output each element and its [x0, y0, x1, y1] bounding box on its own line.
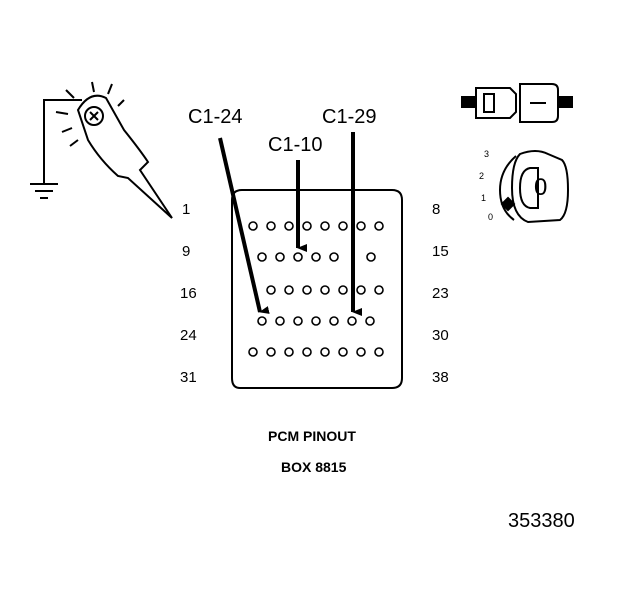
pin-hole: [366, 252, 376, 262]
switch-position-label: 2: [479, 171, 485, 181]
pin-hole: [347, 316, 357, 326]
callout-label-c1-29: C1-29: [322, 106, 377, 128]
arrow-c1-24: [218, 137, 270, 314]
pin-hole: [275, 316, 285, 326]
pin-hole: [374, 221, 384, 231]
connector-plug-icon: [461, 83, 573, 123]
pin-grid: [248, 221, 384, 357]
pin-hole: [293, 252, 303, 262]
pin-hole: [356, 347, 366, 357]
pin-hole: [320, 285, 330, 295]
pin-hole: [374, 347, 384, 357]
pin-hole: [266, 347, 276, 357]
test-light-probe-icon: [55, 81, 173, 219]
pin-hole: [275, 252, 285, 262]
pin-number-right: 38: [432, 369, 449, 386]
pin-hole: [338, 347, 348, 357]
callout-arrows: [218, 132, 362, 316]
rotary-switch-icon: [498, 150, 570, 224]
pin-hole: [257, 316, 267, 326]
pin-hole: [356, 221, 366, 231]
pin-hole: [284, 221, 294, 231]
pin-hole: [248, 347, 258, 357]
pin-hole: [338, 221, 348, 231]
pin-hole: [329, 316, 339, 326]
callout-label-c1-10: C1-10: [268, 134, 323, 156]
pin-hole: [356, 285, 366, 295]
pin-number-right: 15: [432, 243, 449, 260]
pin-hole: [248, 221, 258, 231]
pin-hole: [302, 285, 312, 295]
pin-number-left: 24: [180, 327, 197, 344]
pin-hole: [266, 221, 276, 231]
pin-number-right: 23: [432, 285, 449, 302]
pin-hole: [374, 285, 384, 295]
pin-hole: [293, 316, 303, 326]
pin-hole: [329, 252, 339, 262]
caption-subtitle: BOX 8815: [281, 459, 347, 475]
pin-hole: [257, 252, 267, 262]
pin-number-left: 31: [180, 369, 197, 386]
caption-title: PCM PINOUT: [268, 428, 356, 444]
pin-hole: [320, 347, 330, 357]
pin-hole: [365, 316, 375, 326]
pin-hole: [284, 285, 294, 295]
pin-hole: [302, 347, 312, 357]
pin-number-left: 16: [180, 285, 197, 302]
pin-hole: [302, 221, 312, 231]
pin-number-left: 1: [182, 201, 191, 218]
switch-position-label: 3: [484, 149, 490, 159]
switch-value-label: 0: [534, 174, 548, 201]
pin-hole: [311, 316, 321, 326]
pin-number-right: 8: [432, 201, 441, 218]
pin-number-left: 9: [182, 243, 191, 260]
figure-number: 353380: [508, 510, 575, 532]
pin-hole: [266, 285, 276, 295]
switch-position-label: 1: [481, 193, 487, 203]
ground-symbol-icon: [30, 99, 82, 199]
pin-hole: [311, 252, 321, 262]
pin-hole: [284, 347, 294, 357]
callout-label-c1-24: C1-24: [188, 106, 243, 128]
pin-hole: [320, 221, 330, 231]
pin-hole: [338, 285, 348, 295]
pin-number-right: 30: [432, 327, 449, 344]
switch-position-label: 0: [488, 212, 494, 222]
